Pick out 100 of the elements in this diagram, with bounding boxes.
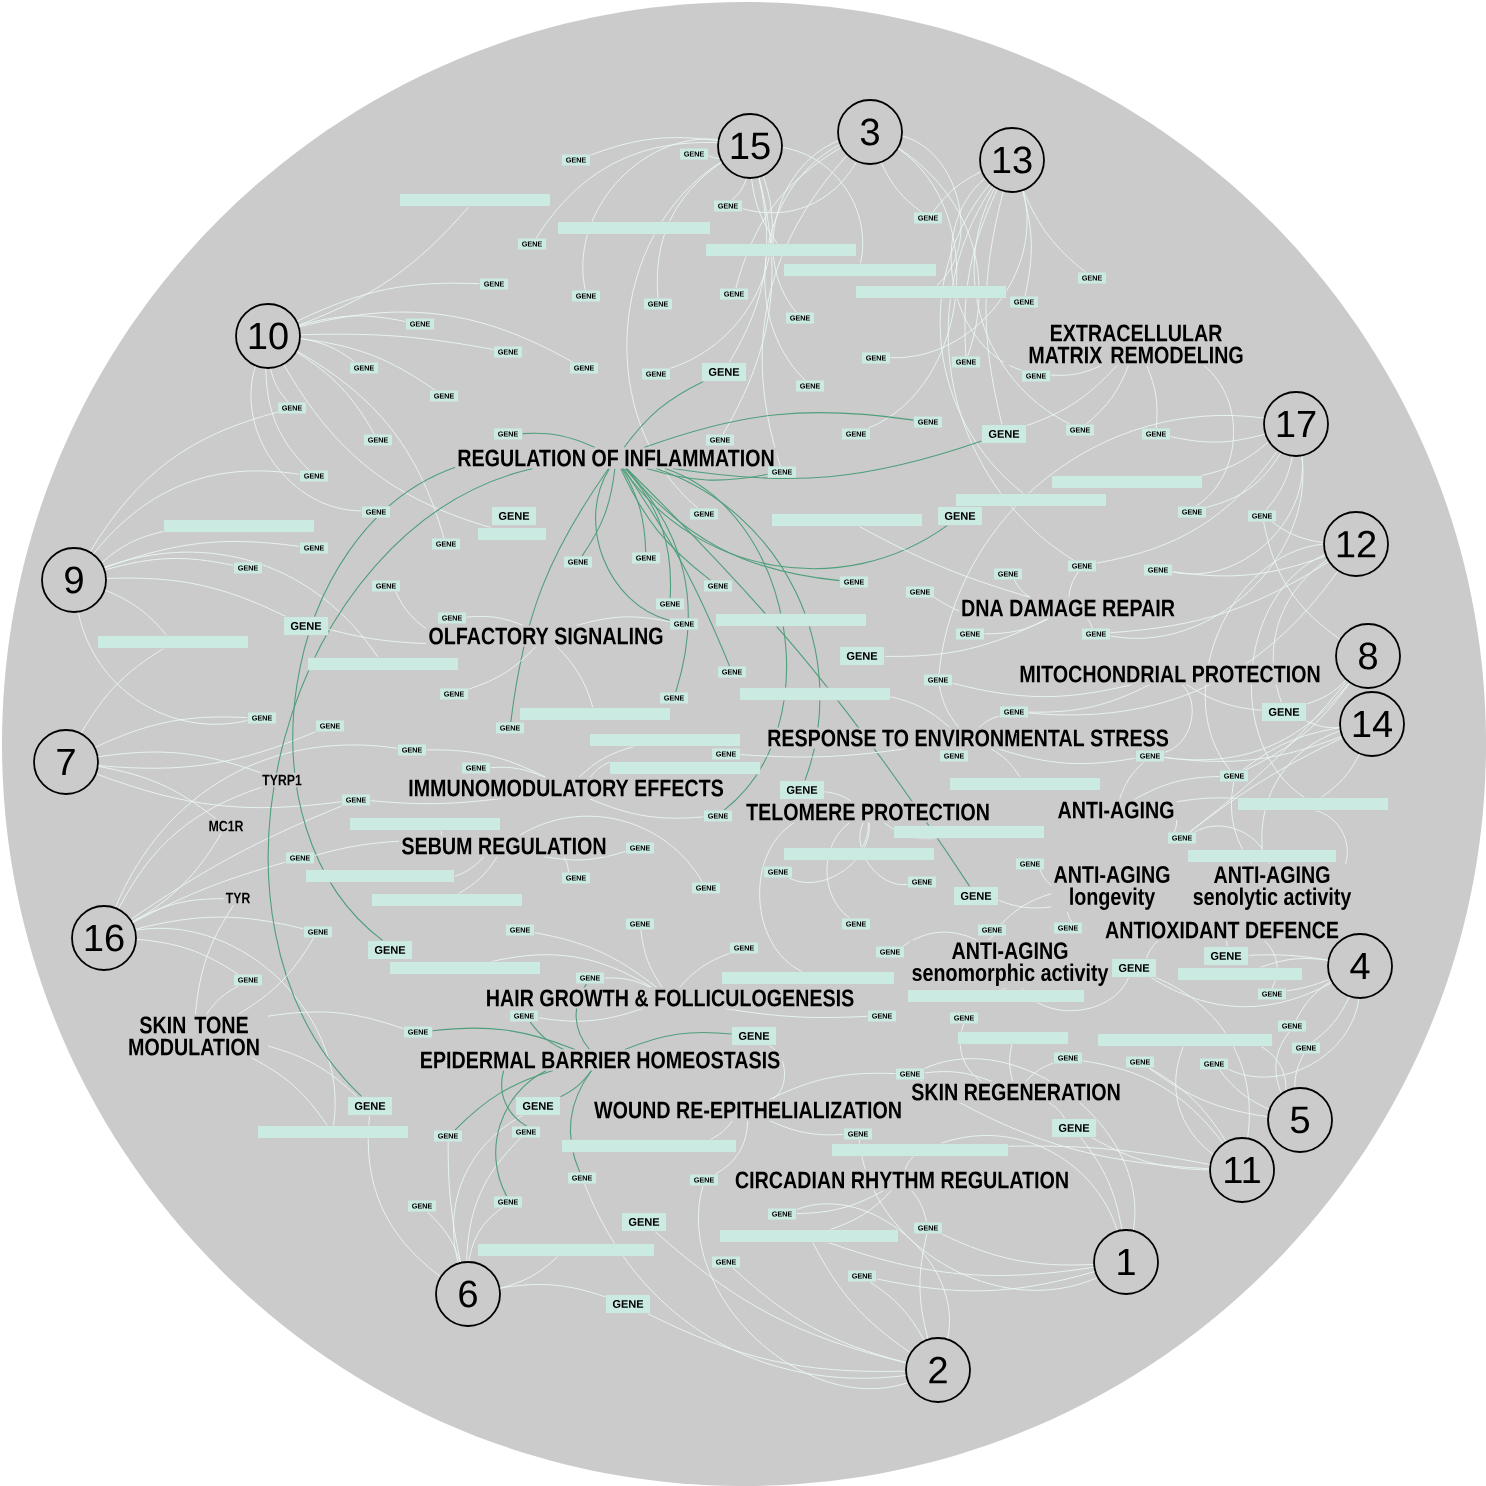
network-edge: [1205, 452, 1282, 508]
network-edge: [829, 1190, 892, 1231]
blank-bar: [908, 990, 1084, 1002]
network-edge: [250, 365, 363, 512]
blank-bar: [1238, 798, 1389, 810]
network-edge: [130, 805, 343, 920]
blank-bar: [308, 658, 458, 670]
network-edge: [880, 162, 922, 213]
network-edge: [1176, 797, 1239, 803]
network-edge: [1025, 365, 1118, 427]
network-edge: [1294, 1053, 1305, 1088]
network-edge: [104, 558, 235, 571]
network-edge: [623, 380, 704, 449]
network-edge: [950, 178, 1023, 371]
network-edge: [707, 155, 720, 159]
network-edge: [898, 147, 980, 357]
network-edge: [529, 1021, 565, 1051]
network-edge: [501, 1069, 528, 1127]
network-edge: [131, 898, 225, 922]
network-edge: [510, 467, 610, 723]
blank-bar: [716, 614, 866, 626]
network-edge: [761, 155, 848, 467]
category-label: REGULATION OF INFLAMMATION: [458, 449, 774, 467]
network-edge: [132, 861, 287, 923]
network-edge: [664, 467, 787, 811]
blank-bar: [400, 194, 550, 206]
network-edge: [1081, 1060, 1224, 1144]
network-edge: [1189, 680, 1348, 833]
network-edge: [722, 177, 773, 435]
category-label: CIRCADIAN RHYTHM REGULATION: [735, 1171, 1068, 1189]
blank-bar: [1188, 850, 1336, 862]
network-edge: [395, 591, 427, 630]
network-edge: [859, 822, 909, 886]
network-edge: [731, 178, 747, 201]
network-edge: [115, 744, 399, 908]
network-edge: [919, 1233, 929, 1340]
network-edge: [1109, 455, 1304, 639]
category-label: SKIN REGENERATION: [911, 1083, 1120, 1101]
network-edge: [923, 1058, 1136, 1231]
network-edge: [620, 467, 711, 581]
network-edge: [911, 1190, 927, 1223]
network-edge: [978, 715, 1001, 728]
network-edge: [951, 682, 1133, 698]
network-edge: [576, 616, 671, 626]
network-edge: [518, 815, 703, 883]
network-edge: [626, 467, 971, 888]
network-edge: [543, 850, 627, 861]
network-edge: [267, 1045, 358, 1098]
network-edge: [902, 931, 978, 947]
network-edge: [205, 985, 240, 1015]
network-edge: [1163, 684, 1193, 753]
network-edge: [868, 148, 958, 429]
network-edge: [654, 1230, 907, 1364]
network-edge: [267, 467, 534, 1098]
network-edge: [812, 1241, 911, 1353]
network-edge: [1175, 1045, 1214, 1155]
network-edge: [296, 350, 445, 539]
network-edge: [1189, 737, 1343, 833]
network-edge: [447, 1141, 461, 1263]
network-edge: [298, 205, 470, 326]
network-edge: [1263, 521, 1341, 640]
network-edge: [533, 932, 658, 988]
network-edge: [1133, 776, 1221, 800]
network-edge: [300, 333, 495, 350]
network-edge: [465, 615, 524, 626]
network-edge: [1186, 684, 1263, 711]
network-edge: [948, 186, 1074, 561]
network-edge: [581, 467, 616, 557]
network-edge: [1027, 684, 1151, 713]
network-edge: [1146, 365, 1158, 429]
network-edge: [569, 1069, 593, 1173]
network-edge: [575, 983, 591, 1051]
network-edge: [938, 685, 960, 728]
network-edge: [1049, 365, 1102, 376]
network-edge: [1265, 456, 1293, 511]
network-edge: [1314, 809, 1348, 865]
network-edge: [1148, 1067, 1268, 1118]
network-edge: [1275, 1031, 1290, 1094]
network-edge: [367, 1114, 441, 1277]
network-edge: [764, 144, 841, 381]
blank-bar: [784, 264, 936, 276]
network-edge: [556, 646, 594, 709]
network-edge: [94, 716, 249, 748]
network-edge: [904, 1155, 915, 1170]
network-edge: [77, 612, 249, 725]
network-edge: [1271, 521, 1324, 543]
network-edge: [672, 440, 983, 480]
blank-bar: [740, 688, 890, 700]
network-edge: [578, 745, 635, 778]
blank-bar: [1052, 476, 1202, 488]
network-edge: [1205, 543, 1324, 771]
network-edge: [656, 161, 722, 299]
network-edge: [724, 1008, 869, 1018]
network-edge: [468, 1207, 503, 1262]
network-edge: [584, 1183, 907, 1379]
network-edge: [495, 1069, 547, 1197]
network-edge: [959, 1023, 982, 1082]
network-edge: [739, 748, 908, 758]
network-edge: [1259, 958, 1329, 969]
network-edge: [714, 1120, 749, 1175]
